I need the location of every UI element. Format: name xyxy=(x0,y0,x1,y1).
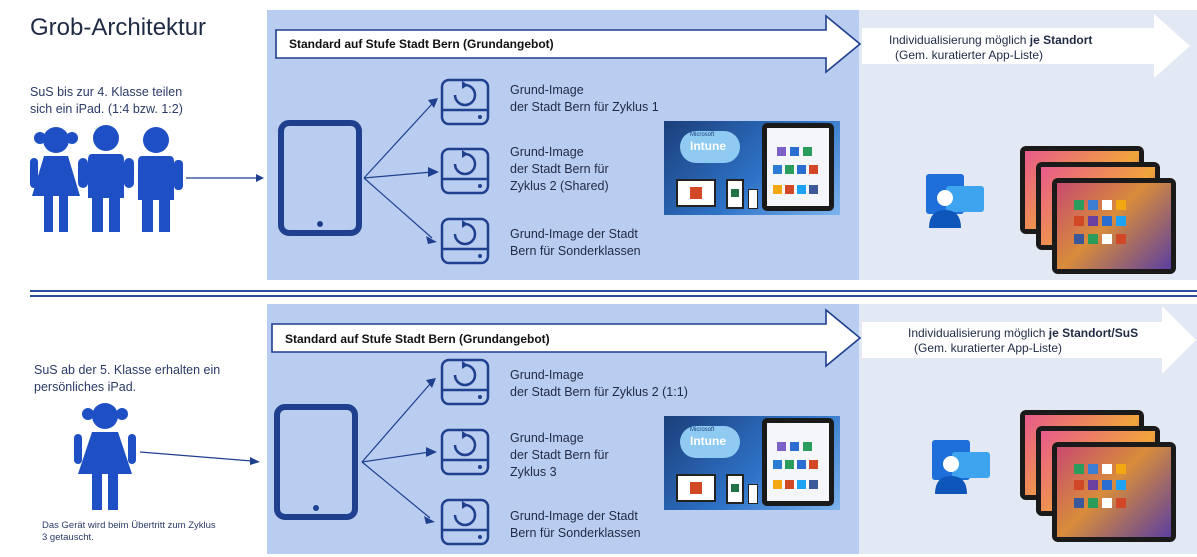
bottom-microsoft-label: Microsoft xyxy=(690,427,715,433)
bottom-individual-prefix: Individualisierung möglich xyxy=(908,326,1049,340)
top-kids-to-ipad-arrow xyxy=(186,174,264,182)
top-individual-bold: je Standort xyxy=(1029,33,1093,47)
top-microsoft-label: Microsoft xyxy=(690,132,715,138)
top-image2-label: Grund-Image der Stadt Bern für Zyklus 2 … xyxy=(510,144,609,195)
bottom-image1-label: Grund-Image der Stadt Bern für Zyklus 2 … xyxy=(510,367,688,401)
bottom-left-note: SuS ab der 5. Klasse erhalten ein persön… xyxy=(34,363,221,394)
top-image3-line1: Grund-Image der Stadt xyxy=(510,227,638,241)
bottom-intune-picture: Microsoft Intune xyxy=(664,416,840,510)
top-intune-picture: Microsoft Intune xyxy=(664,121,840,215)
top-banner-label: Standard auf Stufe Stadt Bern (Grundange… xyxy=(289,37,554,51)
top-tablet-mock xyxy=(762,123,834,211)
bottom-user-group-icon xyxy=(932,440,990,494)
top-image2-line2: der Stadt Bern für xyxy=(510,162,609,176)
bottom-phone-mock xyxy=(726,474,744,504)
bottom-laptop-mock xyxy=(676,474,716,502)
top-image2-line1: Grund-Image xyxy=(510,145,584,159)
bottom-image2-line3: Zyklus 3 xyxy=(510,465,557,479)
bottom-banner-label: Standard auf Stufe Stadt Bern (Grundange… xyxy=(285,332,550,346)
top-image2-drive-icon xyxy=(440,147,490,195)
bottom-fan-arrows xyxy=(361,378,437,524)
top-image1-label: Grund-Image der Stadt Bern für Zyklus 1 xyxy=(510,82,659,116)
top-fan-arrows xyxy=(363,98,439,244)
top-image1-drive-icon xyxy=(440,78,490,126)
top-banner-arrow xyxy=(275,14,862,74)
bottom-image1-line1: Grund-Image xyxy=(510,368,584,382)
top-individual-sub: (Gem. kuratierter App-Liste) xyxy=(895,48,1044,62)
single-child-icon xyxy=(74,403,136,510)
bottom-ipad-icon xyxy=(274,404,358,520)
bottom-image1-drive-icon xyxy=(440,358,490,406)
bottom-small-note: Das Gerät wird beim Übertritt zum Zyklus… xyxy=(42,520,216,543)
top-individual-label: Individualisierung möglich je Standort (… xyxy=(889,33,1092,63)
bottom-tablet-mock xyxy=(762,418,834,506)
top-phone-mock xyxy=(726,179,744,209)
bottom-image3-line1: Grund-Image der Stadt xyxy=(510,509,638,523)
top-left-note: SuS bis zur 4. Klasse teilen sich ein iP… xyxy=(30,85,183,116)
top-image2-line3: Zyklus 2 (Shared) xyxy=(510,179,609,193)
top-phone2-mock xyxy=(748,189,758,209)
top-intune-label: Intune xyxy=(690,139,726,153)
bottom-image2-drive-icon xyxy=(440,428,490,476)
top-intune-cloud xyxy=(680,131,740,163)
bottom-image2-label: Grund-Image der Stadt Bern für Zyklus 3 xyxy=(510,430,609,481)
three-children-icon xyxy=(30,125,183,232)
bottom-ipad-stack xyxy=(1020,410,1180,550)
bottom-image3-label: Grund-Image der Stadt Bern für Sonderkla… xyxy=(510,508,641,542)
top-image1-line1: Grund-Image xyxy=(510,83,584,97)
bottom-individual-sub: (Gem. kuratierter App-Liste) xyxy=(914,341,1063,355)
bottom-image3-drive-icon xyxy=(440,498,490,546)
top-image3-label: Grund-Image der Stadt Bern für Sonderkla… xyxy=(510,226,641,260)
bottom-intune-label: Intune xyxy=(690,434,726,448)
bottom-ipad-front xyxy=(1052,442,1176,542)
top-ipad-stack xyxy=(1020,146,1180,276)
section-divider xyxy=(30,290,1197,297)
bottom-image3-line2: Bern für Sonderklassen xyxy=(510,526,641,540)
bottom-image1-line2: der Stadt Bern für Zyklus 2 (1:1) xyxy=(510,385,688,399)
bottom-intune-cloud xyxy=(680,426,740,458)
top-laptop-mock xyxy=(676,179,716,207)
bottom-banner-arrow xyxy=(271,308,862,368)
bottom-image2-line1: Grund-Image xyxy=(510,431,584,445)
page-title: Grob-Architektur xyxy=(30,14,207,41)
bottom-individual-bold: je Standort/SuS xyxy=(1048,326,1139,340)
top-individual-arrow xyxy=(862,14,1190,78)
top-ipad-front xyxy=(1052,178,1176,274)
bottom-phone2-mock xyxy=(748,484,758,504)
top-ipad-icon xyxy=(278,120,362,236)
top-image3-drive-icon xyxy=(440,217,490,265)
top-image1-line2: der Stadt Bern für Zyklus 1 xyxy=(510,100,659,114)
top-individual-prefix: Individualisierung möglich xyxy=(889,33,1030,47)
top-image3-line2: Bern für Sonderklassen xyxy=(510,244,641,258)
bottom-image2-line2: der Stadt Bern für xyxy=(510,448,609,462)
bottom-kid-to-ipad-arrow xyxy=(139,451,260,465)
bottom-individual-arrow xyxy=(862,306,1196,374)
top-user-group-icon xyxy=(926,174,984,228)
bottom-individual-label: Individualisierung möglich je Standort/S… xyxy=(908,326,1138,356)
